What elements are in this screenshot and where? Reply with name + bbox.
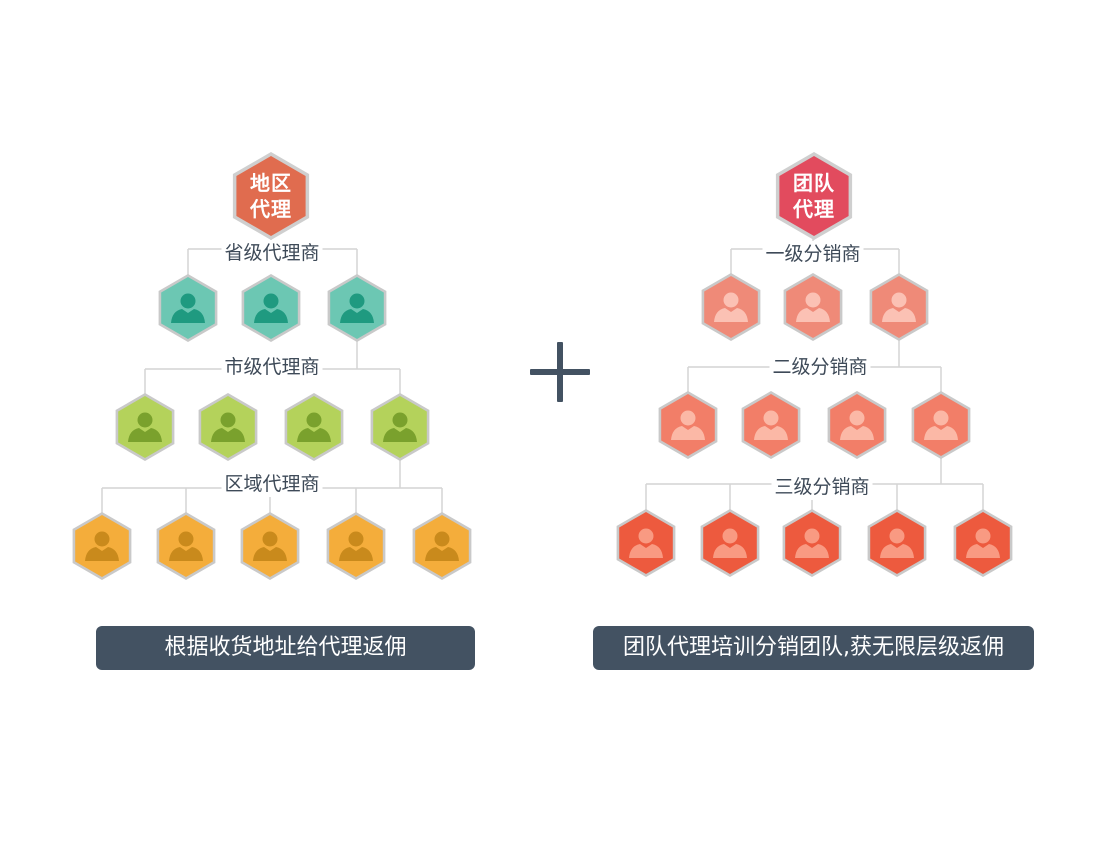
person-icon bbox=[425, 531, 459, 561]
person-icon bbox=[671, 410, 705, 440]
level-label-first: 一级分销商 bbox=[762, 241, 864, 267]
regional-agent-tree bbox=[72, 152, 472, 580]
agent-node bbox=[782, 509, 842, 577]
agent-node bbox=[783, 273, 843, 341]
person-icon bbox=[297, 412, 331, 442]
person-icon bbox=[254, 293, 288, 323]
root-label-line-1: 团队 bbox=[793, 171, 835, 195]
agent-node bbox=[701, 273, 761, 341]
person-icon bbox=[383, 412, 417, 442]
agent-node bbox=[412, 512, 472, 580]
level-label-third: 三级分销商 bbox=[771, 474, 873, 500]
agent-node bbox=[156, 512, 216, 580]
agent-node bbox=[827, 391, 887, 459]
person-icon bbox=[840, 410, 874, 440]
regional-agent-root-node bbox=[232, 152, 310, 240]
team-agent-tree bbox=[616, 152, 1013, 577]
agent-node bbox=[115, 393, 175, 461]
level-label-city: 市级代理商 bbox=[221, 354, 323, 380]
person-icon bbox=[171, 293, 205, 323]
team-agent-banner: 团队代理培训分销团队,获无限层级返佣 bbox=[593, 626, 1034, 670]
person-icon bbox=[796, 292, 830, 322]
person-icon bbox=[754, 410, 788, 440]
agent-node bbox=[284, 393, 344, 461]
agent-node bbox=[741, 391, 801, 459]
first-level-distributor-row bbox=[701, 273, 929, 341]
district-agent-row bbox=[72, 512, 472, 580]
person-icon bbox=[966, 528, 1000, 558]
agent-node bbox=[198, 393, 258, 461]
plus-icon bbox=[530, 342, 590, 402]
level-label-district: 区域代理商 bbox=[221, 471, 323, 497]
agent-node bbox=[240, 512, 300, 580]
person-icon bbox=[339, 531, 373, 561]
person-icon bbox=[924, 410, 958, 440]
agent-node bbox=[72, 512, 132, 580]
person-icon bbox=[211, 412, 245, 442]
agent-node bbox=[867, 509, 927, 577]
agent-node bbox=[869, 273, 929, 341]
person-icon bbox=[253, 531, 287, 561]
agent-node bbox=[158, 274, 218, 342]
person-icon bbox=[714, 292, 748, 322]
root-label-line-2: 代理 bbox=[793, 197, 835, 221]
person-icon bbox=[169, 531, 203, 561]
provincial-agent-row bbox=[158, 274, 387, 342]
agent-node bbox=[327, 274, 387, 342]
agent-node bbox=[326, 512, 386, 580]
person-icon bbox=[880, 528, 914, 558]
person-icon bbox=[340, 293, 374, 323]
person-icon bbox=[713, 528, 747, 558]
agent-node bbox=[911, 391, 971, 459]
person-icon bbox=[795, 528, 829, 558]
team-agent-root-node bbox=[775, 152, 853, 240]
regional-agent-root-label: 地区 代理 bbox=[241, 170, 301, 222]
agent-node bbox=[953, 509, 1013, 577]
city-agent-row bbox=[115, 393, 430, 461]
person-icon bbox=[128, 412, 162, 442]
root-label-line-2: 代理 bbox=[250, 197, 292, 221]
team-agent-root-label: 团队 代理 bbox=[784, 170, 844, 222]
level-label-second: 二级分销商 bbox=[769, 354, 871, 380]
person-icon bbox=[85, 531, 119, 561]
agent-node bbox=[616, 509, 676, 577]
root-label-line-1: 地区 bbox=[250, 171, 292, 195]
regional-agent-banner: 根据收货地址给代理返佣 bbox=[96, 626, 475, 670]
agent-node bbox=[700, 509, 760, 577]
person-icon bbox=[882, 292, 916, 322]
level-label-provincial: 省级代理商 bbox=[221, 240, 323, 266]
person-icon bbox=[629, 528, 663, 558]
third-level-distributor-row bbox=[616, 509, 1013, 577]
agent-node bbox=[370, 393, 430, 461]
agent-node bbox=[241, 274, 301, 342]
second-level-distributor-row bbox=[658, 391, 971, 459]
agent-node bbox=[658, 391, 718, 459]
